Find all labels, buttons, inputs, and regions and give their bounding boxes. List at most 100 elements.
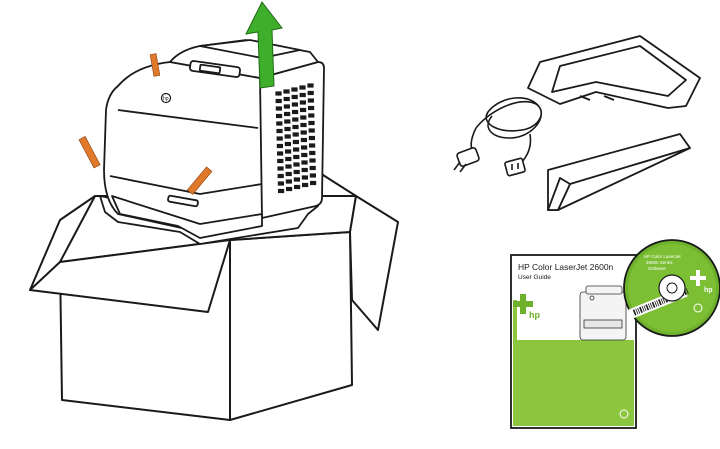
vent-slot (292, 117, 299, 122)
printer-front-seam (117, 109, 259, 129)
dust-cover (547, 133, 691, 211)
guide-subtitle: User Guide (518, 274, 551, 281)
vent-slot (299, 85, 306, 90)
software-cd: HP Color LaserJet 2600n Series Software … (623, 239, 720, 337)
vent-slot (307, 90, 314, 96)
vent-slot (286, 186, 293, 192)
barcode-bar (639, 306, 643, 313)
cd-brand: hp (704, 287, 713, 294)
vent-slot (310, 180, 317, 186)
vent-slot (294, 184, 301, 190)
box-right-flap (349, 195, 399, 331)
vent-slot (309, 173, 316, 178)
tape-left (78, 136, 101, 169)
vent-slot (278, 188, 285, 194)
barcode-bar (657, 299, 662, 306)
vent-slot (276, 128, 283, 134)
vent-slot (292, 109, 299, 115)
vent-slot (307, 98, 314, 103)
vent-slot (285, 179, 292, 184)
vent-slot (285, 156, 292, 162)
cd-label-line: 2600n Series (646, 260, 673, 265)
vent-slot (276, 113, 283, 119)
vent-slot (302, 182, 309, 188)
guide-brand: hp (529, 310, 540, 320)
vent-slot (301, 145, 308, 150)
vent-slot (277, 173, 284, 179)
vent-slot (283, 104, 290, 109)
vent-slot (283, 96, 290, 102)
vent-slot (300, 130, 307, 135)
barcode-bar (656, 300, 660, 307)
vent-slot (277, 181, 284, 186)
vent-slot (308, 113, 315, 118)
user-guide-booklet: HP Color LaserJet 2600n User Guide hp (510, 254, 637, 429)
barcode-bar (654, 300, 658, 307)
barcode-bar (685, 288, 689, 295)
vent-slot (293, 177, 300, 182)
vent-slot (301, 175, 308, 180)
svg-text:hp: hp (163, 96, 169, 102)
vent-slot (300, 137, 307, 143)
cd-hole (666, 282, 678, 294)
plus-icon (513, 294, 533, 314)
printer-output-slot (199, 39, 301, 59)
vent-slot (308, 128, 315, 133)
barcode-bar (651, 301, 656, 308)
vent-slot (308, 105, 315, 111)
plus-icon (690, 270, 706, 286)
vent-slot (301, 167, 308, 173)
power-cord (470, 97, 543, 165)
vent-slot (284, 111, 291, 117)
control-panel-display (198, 63, 222, 75)
power-connector (504, 157, 526, 177)
guide-green-stripe (513, 300, 517, 342)
vent-slot (308, 135, 315, 141)
vent-slot (309, 158, 316, 163)
vent-slot (309, 165, 316, 171)
vent-slot (284, 119, 291, 124)
vent-slot (277, 158, 284, 164)
vent-slot (301, 152, 308, 158)
barcode-bar (632, 309, 637, 316)
barcode-bar (645, 304, 650, 311)
power-plug (453, 147, 480, 173)
tray-handle (167, 194, 199, 208)
vent-slot (277, 151, 284, 156)
vent-slot (284, 126, 291, 132)
vent-slot (301, 160, 308, 165)
vent-slot (300, 115, 307, 120)
printer-paper-tray (111, 195, 263, 239)
vent-slot (293, 169, 300, 175)
tape-right (186, 166, 213, 195)
vent-slot (299, 92, 306, 98)
cd-label-line: Software (648, 266, 666, 271)
barcode-bar (647, 303, 651, 310)
vent-slot (283, 89, 290, 94)
vent-slot (277, 166, 284, 171)
shipping-tapes (78, 53, 213, 195)
vent-slot (285, 171, 292, 177)
guide-title: HP Color LaserJet 2600n (518, 262, 614, 272)
printer-vents (275, 83, 317, 194)
vent-slot (284, 141, 291, 147)
barcode-bar (637, 307, 641, 314)
barcode-bar (643, 305, 647, 312)
barcode-bar (641, 306, 645, 312)
vent-slot (276, 121, 283, 126)
guide-green-panel (513, 340, 634, 426)
vent-slot (309, 150, 316, 156)
arrow-up-icon (245, 1, 283, 89)
cd-label-line: HP Color LaserJet (644, 254, 681, 259)
vent-slot (275, 98, 282, 104)
vent-slot (275, 106, 282, 111)
vent-slot (291, 87, 298, 92)
barcode-bar (649, 302, 653, 309)
vent-slot (299, 100, 306, 105)
vent-slot (276, 136, 283, 141)
vent-slot (292, 132, 299, 137)
barcode-bar (662, 297, 666, 304)
barcode-bar (635, 308, 639, 315)
